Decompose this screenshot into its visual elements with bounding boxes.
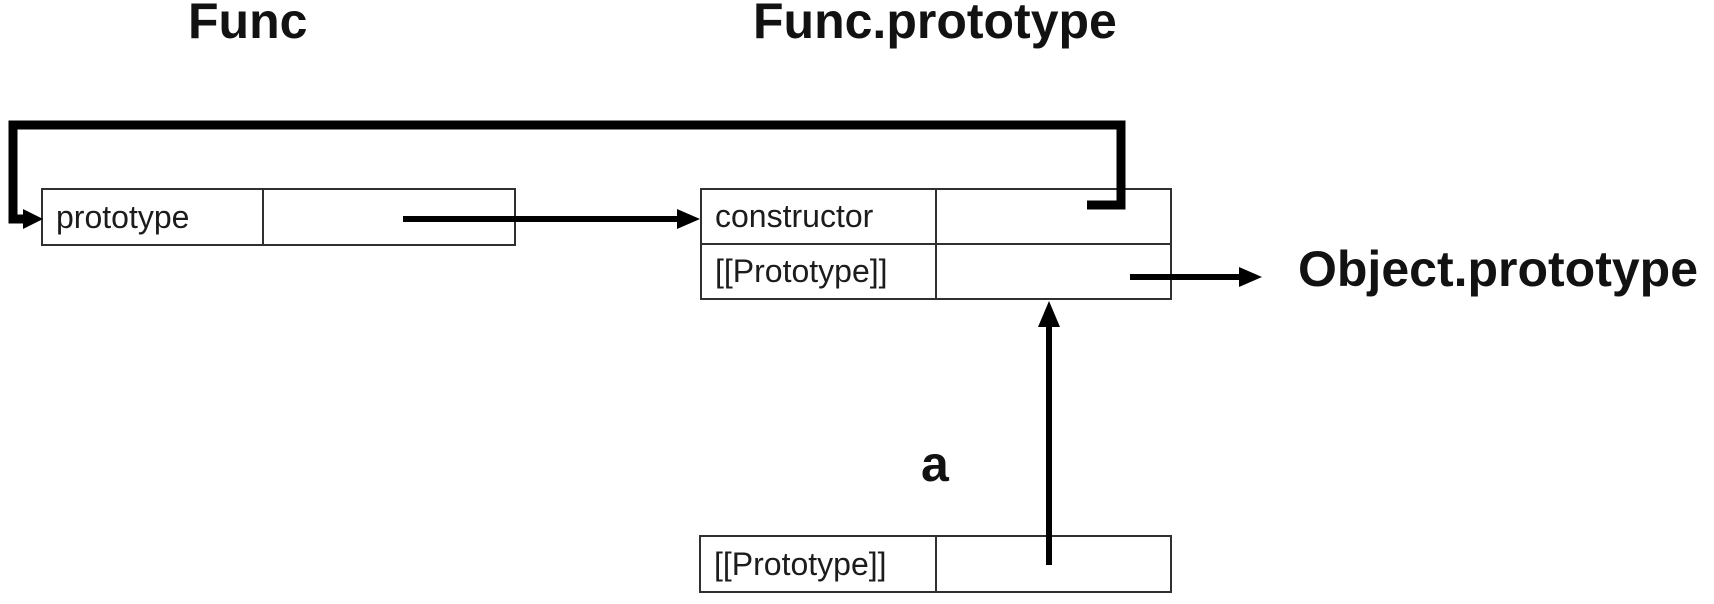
- instance-a-object-box: [[Prototype]]: [699, 535, 1172, 593]
- edge-a-proto-to-funcprototype-arrow: [1038, 301, 1060, 565]
- table-row: prototype: [43, 190, 514, 244]
- property-key-cell: prototype: [43, 190, 264, 244]
- table-row: [[Prototype]]: [701, 537, 1170, 591]
- table-row: constructor: [702, 190, 1170, 243]
- property-value-cell: [937, 245, 1170, 298]
- property-key-cell: [[Prototype]]: [701, 537, 937, 591]
- table-row: [[Prototype]]: [702, 243, 1170, 298]
- object-prototype-label: Object.prototype: [1298, 241, 1699, 297]
- property-value-cell: [937, 537, 1170, 591]
- property-value-cell: [937, 190, 1170, 243]
- property-key-cell: [[Prototype]]: [702, 245, 937, 298]
- property-key-cell: constructor: [702, 190, 937, 243]
- func-label: Func: [188, 0, 308, 49]
- func-object-box: prototype: [41, 188, 516, 246]
- func-prototype-object-box: constructor [[Prototype]]: [700, 188, 1172, 300]
- property-value-cell: [264, 190, 514, 244]
- func-prototype-label: Func.prototype: [753, 0, 1117, 49]
- instance-a-label: a: [921, 436, 949, 492]
